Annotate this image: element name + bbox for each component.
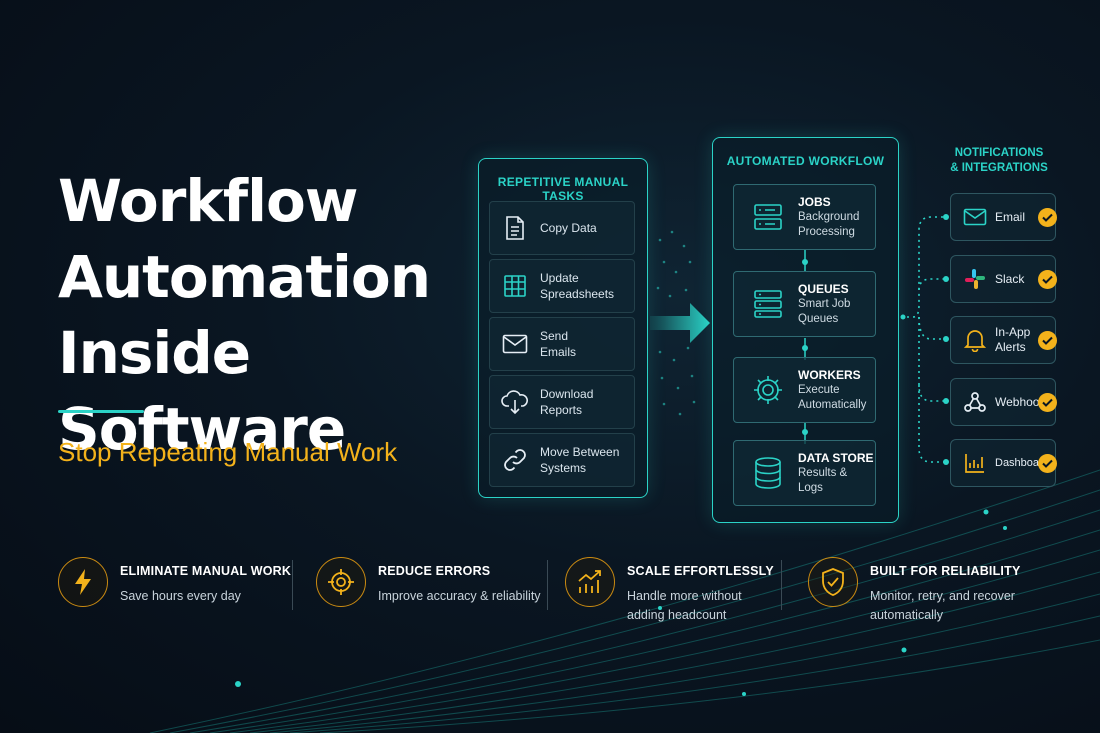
feature-desc-line: Monitor, retry, and recover: [870, 589, 1015, 603]
workflow-node-jobs: JOBS Background Processing: [733, 184, 876, 250]
workflow-node-queues: QUEUES Smart Job Queues: [733, 271, 876, 337]
node-title: DATA STORE: [798, 450, 874, 465]
task-label: Reports: [540, 403, 583, 417]
integration-webhooks: Webhooks: [950, 378, 1057, 426]
node-desc: Queues: [798, 312, 839, 325]
task-copy-data: Copy Data: [489, 201, 635, 255]
link-icon: [500, 447, 530, 473]
webhook-icon: [963, 390, 987, 414]
mail-icon: [963, 208, 987, 226]
feature-title: BUILT FOR RELIABILITY: [870, 564, 1021, 578]
node-title: WORKERS: [798, 367, 861, 382]
feature-divider: [547, 560, 548, 610]
lightning-icon: [58, 557, 108, 607]
notifications-title-line-1: NOTIFICATIONS: [954, 147, 1044, 159]
feature-desc: Monitor, retry, and recover automaticall…: [870, 587, 1020, 625]
integration-label: Email: [995, 209, 1026, 224]
node-desc: Execute: [798, 383, 840, 396]
bell-icon: [963, 328, 987, 352]
task-label: Copy Data: [540, 221, 597, 235]
spreadsheet-icon: [500, 274, 530, 298]
automated-workflow-panel: AUTOMATED WORKFLOW JOBS Background Proce…: [712, 137, 899, 523]
bar-chart-icon: [963, 452, 987, 474]
feature-scale-effortlessly: SCALE EFFORTLESSLY Handle more without a…: [565, 557, 774, 625]
growth-chart-icon: [565, 557, 615, 607]
node-desc: Logs: [798, 481, 823, 494]
feature-title: REDUCE ERRORS: [378, 564, 491, 578]
notifications-title-line-2: & INTEGRATIONS: [950, 162, 1048, 174]
target-icon: [316, 557, 366, 607]
integration-label: In-App: [995, 325, 1031, 339]
checkmark-icon: [1038, 331, 1057, 350]
hero-title-line-3: Inside Software: [58, 319, 346, 463]
feature-desc-line: adding headcount: [627, 608, 727, 622]
workflow-node-workers: WORKERS Execute Automatically: [733, 357, 876, 423]
shield-check-icon: [808, 557, 858, 607]
document-icon: [500, 215, 530, 241]
integration-label: Alerts: [995, 340, 1026, 354]
arrow-right-icon: [650, 303, 710, 343]
database-icon: [748, 456, 788, 490]
feature-eliminate-manual-work: ELIMINATE MANUAL WORK Save hours every d…: [58, 557, 291, 607]
feature-built-for-reliability: BUILT FOR RELIABILITY Monitor, retry, an…: [808, 557, 1020, 625]
node-desc: Automatically: [798, 398, 867, 411]
node-desc: Processing: [798, 225, 855, 238]
manual-tasks-panel: REPETITIVE MANUAL TASKS Copy Data Update…: [478, 158, 648, 498]
feature-desc-line: Handle more without: [627, 589, 742, 603]
checkmark-icon: [1038, 454, 1057, 473]
server-icon: [748, 203, 788, 231]
hero-divider: [58, 410, 144, 413]
integration-slack: Slack: [950, 255, 1057, 303]
node-desc: Results &: [798, 466, 848, 479]
checkmark-icon: [1038, 270, 1057, 289]
hero-title-line-2: Automation: [58, 243, 431, 311]
feature-desc: Save hours every day: [120, 589, 241, 603]
task-label: Send: [540, 329, 569, 343]
node-title: JOBS: [798, 194, 831, 209]
feature-desc-line: automatically: [870, 608, 943, 622]
notifications-title: NOTIFICATIONS & INTEGRATIONS: [943, 146, 1055, 176]
task-label: Download: [540, 387, 594, 401]
workflow-connectors: [802, 250, 808, 444]
cloud-download-icon: [500, 389, 530, 415]
hero-subtitle: Stop Repeating Manual Work: [58, 437, 398, 467]
workflow-node-data-store: DATA STORE Results & Logs: [733, 440, 876, 506]
node-title: QUEUES: [798, 281, 849, 296]
feature-title: SCALE EFFORTLESSLY: [627, 564, 774, 578]
feature-divider: [781, 560, 782, 610]
feature-desc: Improve accuracy & reliability: [378, 589, 541, 603]
integration-label: Slack: [995, 271, 1025, 286]
task-label: Emails: [540, 345, 577, 359]
feature-desc: Handle more without adding headcount: [627, 587, 774, 625]
manual-tasks-title: REPETITIVE MANUAL TASKS: [497, 175, 629, 203]
hero-title-line-1: Workflow: [58, 167, 358, 235]
feature-reduce-errors: REDUCE ERRORS Improve accuracy & reliabi…: [316, 557, 541, 607]
feature-divider: [292, 560, 293, 610]
slack-icon: [963, 268, 987, 290]
task-label: Systems: [540, 461, 587, 475]
mail-icon: [500, 334, 530, 354]
integration-email: Email: [950, 193, 1057, 241]
feature-title: ELIMINATE MANUAL WORK: [120, 564, 292, 578]
task-label: Spreadsheets: [540, 287, 615, 301]
gear-icon: [748, 374, 788, 406]
checkmark-icon: [1038, 393, 1057, 412]
task-label: Update: [540, 271, 579, 285]
integration-label: Webhooks: [995, 394, 1052, 409]
node-desc: Background: [798, 210, 860, 223]
node-desc: Smart Job: [798, 297, 851, 310]
task-label: Move Between: [540, 445, 620, 459]
queue-icon: [748, 289, 788, 319]
automated-workflow-title: AUTOMATED WORKFLOW: [726, 154, 885, 168]
hero-title: Workflow Automation Inside Software: [58, 163, 478, 467]
checkmark-icon: [1038, 208, 1057, 227]
integration-dashboards: Dashboards: [950, 439, 1057, 487]
notification-connectors: [900, 214, 949, 465]
